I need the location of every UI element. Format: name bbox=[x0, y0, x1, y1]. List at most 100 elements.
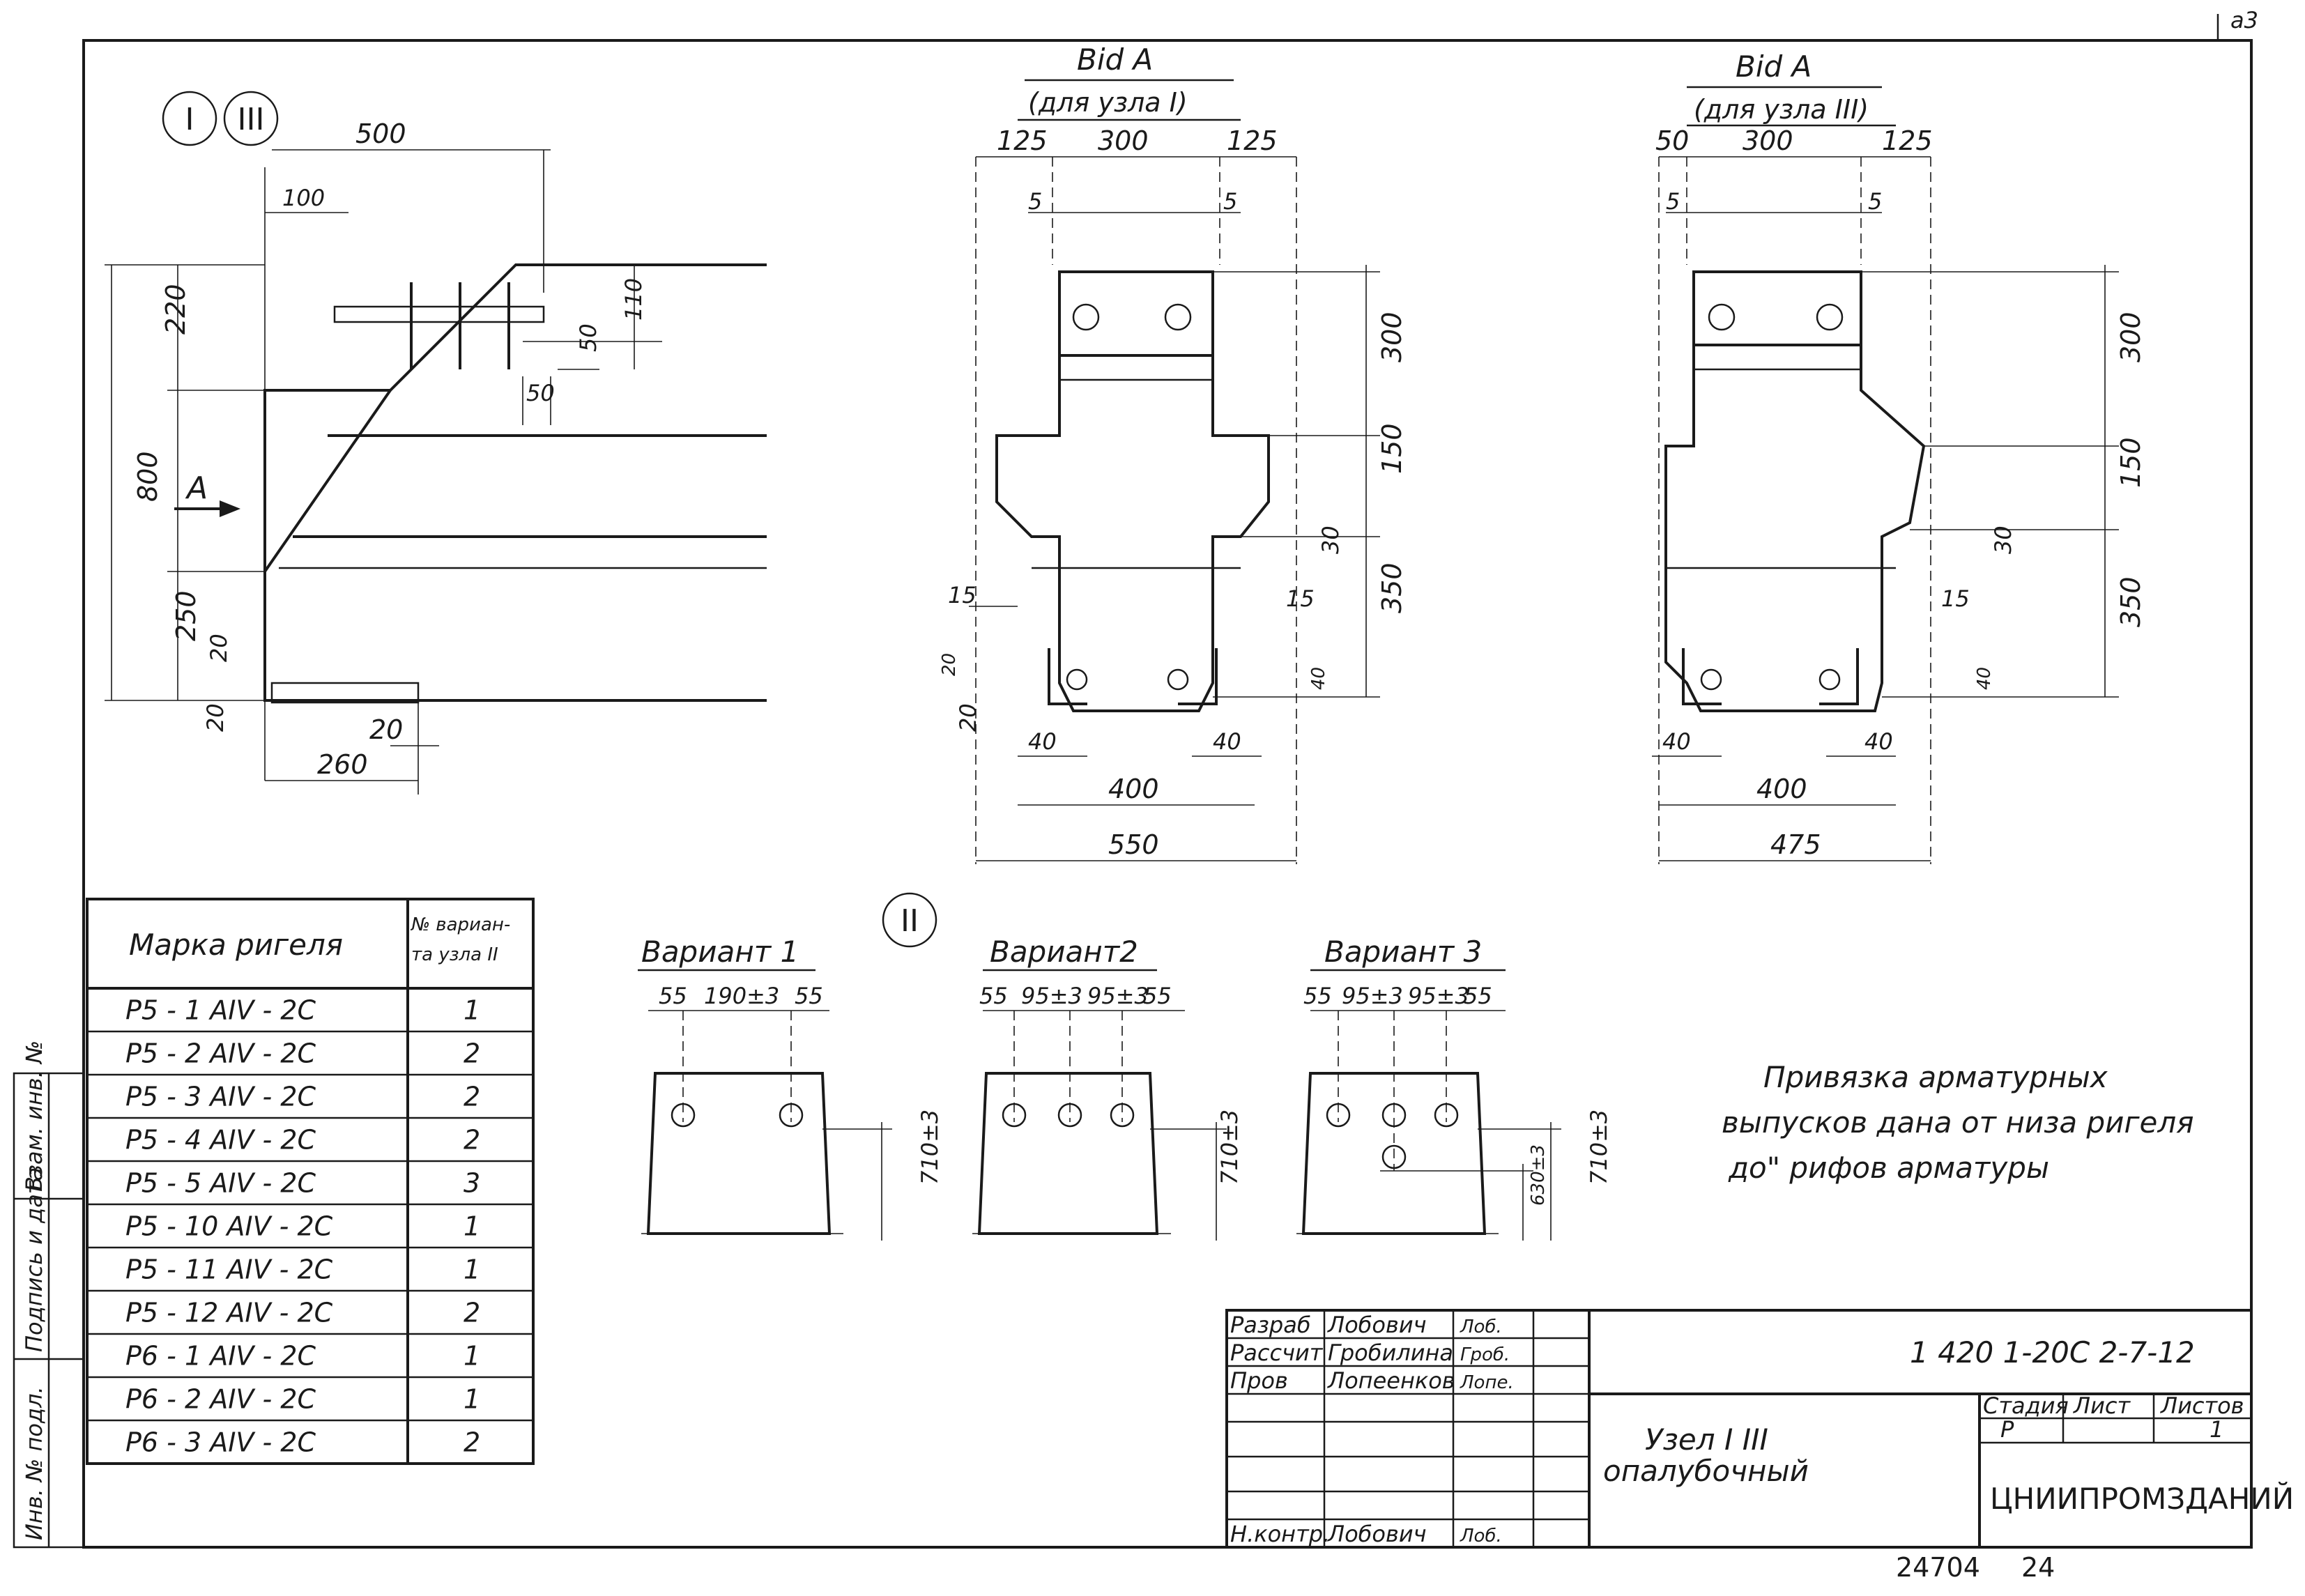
hole bbox=[671, 1103, 696, 1128]
hole bbox=[1818, 668, 1841, 691]
hole bbox=[1381, 1103, 1407, 1128]
tb-sign: Лопе. bbox=[1460, 1372, 1514, 1393]
tb-role: Рассчит bbox=[1230, 1340, 1324, 1366]
node-marker-I-label: I bbox=[185, 102, 194, 137]
table-cell-variant: 1 bbox=[464, 1384, 480, 1415]
tb-title-line-1: Узел I III bbox=[1645, 1422, 1768, 1457]
dim-bottom-40-left: 40 bbox=[1662, 728, 1691, 755]
hole bbox=[1002, 1103, 1027, 1128]
dim-right-300: 300 bbox=[1377, 312, 1407, 362]
rebar-bar bbox=[333, 305, 545, 323]
section-outline bbox=[1664, 270, 1926, 712]
section-outline bbox=[995, 270, 1270, 712]
node-marker-II-label: II bbox=[901, 903, 919, 939]
hole bbox=[1066, 668, 1088, 691]
table-cell-mark: Р5 - 5 АIV - 2С bbox=[125, 1168, 316, 1199]
dim-tick-left: 5 bbox=[1666, 188, 1680, 215]
table-header-variant-1: № вариан- bbox=[410, 914, 510, 935]
table-cell-mark: Р5 - 3 АIV - 2С bbox=[125, 1082, 316, 1112]
dim-right-15: 15 bbox=[1941, 585, 1970, 612]
tb-stage: Р bbox=[2000, 1416, 2014, 1443]
variant-3-height: 710±3 bbox=[1586, 1110, 1612, 1185]
dim-top-mid: 300 bbox=[1098, 125, 1149, 156]
table-cell-variant: 2 bbox=[464, 1125, 480, 1156]
variant-2-dim-2: 95±3 bbox=[1021, 983, 1082, 1009]
table-border bbox=[86, 898, 535, 1465]
dim-bottom-400: 400 bbox=[1756, 774, 1807, 804]
side-stamp-label: Инв. № подл. bbox=[21, 1386, 47, 1540]
dim-500: 500 bbox=[355, 118, 406, 149]
table-cell-variant: 3 bbox=[464, 1168, 480, 1199]
dim-right-350: 350 bbox=[2115, 576, 2146, 627]
dim-right-30: 30 bbox=[1990, 525, 2016, 554]
dim-tick-right: 5 bbox=[1223, 188, 1237, 215]
table-cell-variant: 1 bbox=[464, 1211, 480, 1242]
dim-right-15: 15 bbox=[1286, 585, 1315, 612]
table-header-variant-2: та узла II bbox=[411, 944, 498, 965]
variant-3-title: Вариант 3 bbox=[1324, 935, 1482, 969]
table-cell-variant: 2 bbox=[464, 1038, 480, 1069]
tb-name: Гробилина bbox=[1328, 1340, 1453, 1366]
variant-3-dim-1: 55 bbox=[1303, 983, 1332, 1009]
dim-220: 220 bbox=[160, 284, 191, 335]
table-cell-mark: Р6 - 2 АIV - 2С bbox=[125, 1384, 316, 1415]
dim-top-mid: 300 bbox=[1743, 125, 1793, 156]
dim-top-right: 125 bbox=[1227, 125, 1278, 156]
dim-tick-left: 5 bbox=[1028, 188, 1042, 215]
sheet-corner-label: a3 bbox=[2230, 7, 2258, 33]
hole bbox=[1057, 1103, 1082, 1128]
dim-right-30: 30 bbox=[1317, 525, 1344, 554]
tb-org: ЦНИИПРОМЗДАНИЙ bbox=[1990, 1481, 2294, 1516]
variant-1-dim-3: 55 bbox=[795, 983, 823, 1009]
dim-right-350: 350 bbox=[1377, 562, 1407, 613]
tb-role: Н.контр. bbox=[1230, 1521, 1330, 1547]
table-cell-variant: 1 bbox=[464, 995, 480, 1026]
variant-1-dim-1: 55 bbox=[659, 983, 687, 1009]
table-cell-mark: Р5 - 12 АIV - 2С bbox=[125, 1298, 333, 1328]
table-header-mark: Марка ригеля bbox=[129, 928, 343, 962]
dim-20-c: 20 bbox=[369, 714, 403, 745]
title-block: Разраб Лобович Лоб. Рассчит Гробилина Гр… bbox=[1225, 1309, 2294, 1549]
dim-bottom-475: 475 bbox=[1770, 829, 1821, 860]
tb-doc-code: 1 420 1-20С 2-7-12 bbox=[1910, 1335, 2195, 1369]
side-stamp: Инв. № подл. Подпись и дата Взам. инв. № bbox=[13, 1041, 85, 1549]
note-line-1: Привязка арматурных bbox=[1763, 1060, 2108, 1094]
table-cell-variant: 2 bbox=[464, 1082, 480, 1112]
note-line-2: выпусков дана от низа ригеля bbox=[1722, 1105, 2193, 1140]
sheet-frame bbox=[82, 39, 2253, 1549]
hole bbox=[1708, 303, 1736, 331]
dim-left-20: 20 bbox=[955, 703, 981, 732]
dim-top-right: 125 bbox=[1882, 125, 1933, 156]
variant-2-height: 710±3 bbox=[1216, 1110, 1243, 1185]
anchor-angle bbox=[1819, 648, 1859, 705]
variant-2-dim-4: 55 bbox=[1143, 983, 1172, 1009]
beam-taper bbox=[263, 389, 392, 573]
view-arrow-label: A bbox=[185, 470, 208, 506]
dim-110: 110 bbox=[620, 278, 647, 321]
table-cell-mark: Р6 - 3 АIV - 2С bbox=[125, 1427, 316, 1458]
view-subtitle: (для узла III) bbox=[1694, 94, 1869, 125]
dim-right-40: 40 bbox=[1308, 667, 1329, 690]
table-cell-variant: 1 bbox=[464, 1254, 480, 1285]
marks-table: Марка ригеля № вариан- та узла II Р5 - 1… bbox=[86, 898, 535, 1465]
dim-right-40: 40 bbox=[1974, 667, 1995, 690]
dim-250: 250 bbox=[171, 590, 201, 641]
dim-bottom-40-right: 40 bbox=[1213, 728, 1241, 755]
anchor-angle bbox=[1682, 648, 1722, 705]
hole bbox=[1700, 668, 1722, 691]
tb-name: Лобович bbox=[1327, 1521, 1427, 1547]
view-A-node-I: Bid A (для узла I) 125 300 125 5 5 300 1 bbox=[939, 43, 1407, 864]
view-subtitle: (для узла I) bbox=[1028, 87, 1188, 118]
node-marker-II bbox=[882, 892, 937, 948]
tb-sign: Гроб. bbox=[1460, 1344, 1510, 1365]
tb-role: Разраб bbox=[1230, 1312, 1311, 1338]
node-marker-III-label: III bbox=[238, 102, 265, 137]
tb-role: Пров bbox=[1230, 1367, 1288, 1394]
side-stamp-label: Взам. инв. № bbox=[21, 1041, 47, 1192]
dim-top-left: 125 bbox=[997, 125, 1048, 156]
table-cell-variant: 2 bbox=[464, 1427, 480, 1458]
dim-260: 260 bbox=[317, 749, 368, 780]
note-line-3: до" рифов арматуры bbox=[1728, 1151, 2049, 1185]
